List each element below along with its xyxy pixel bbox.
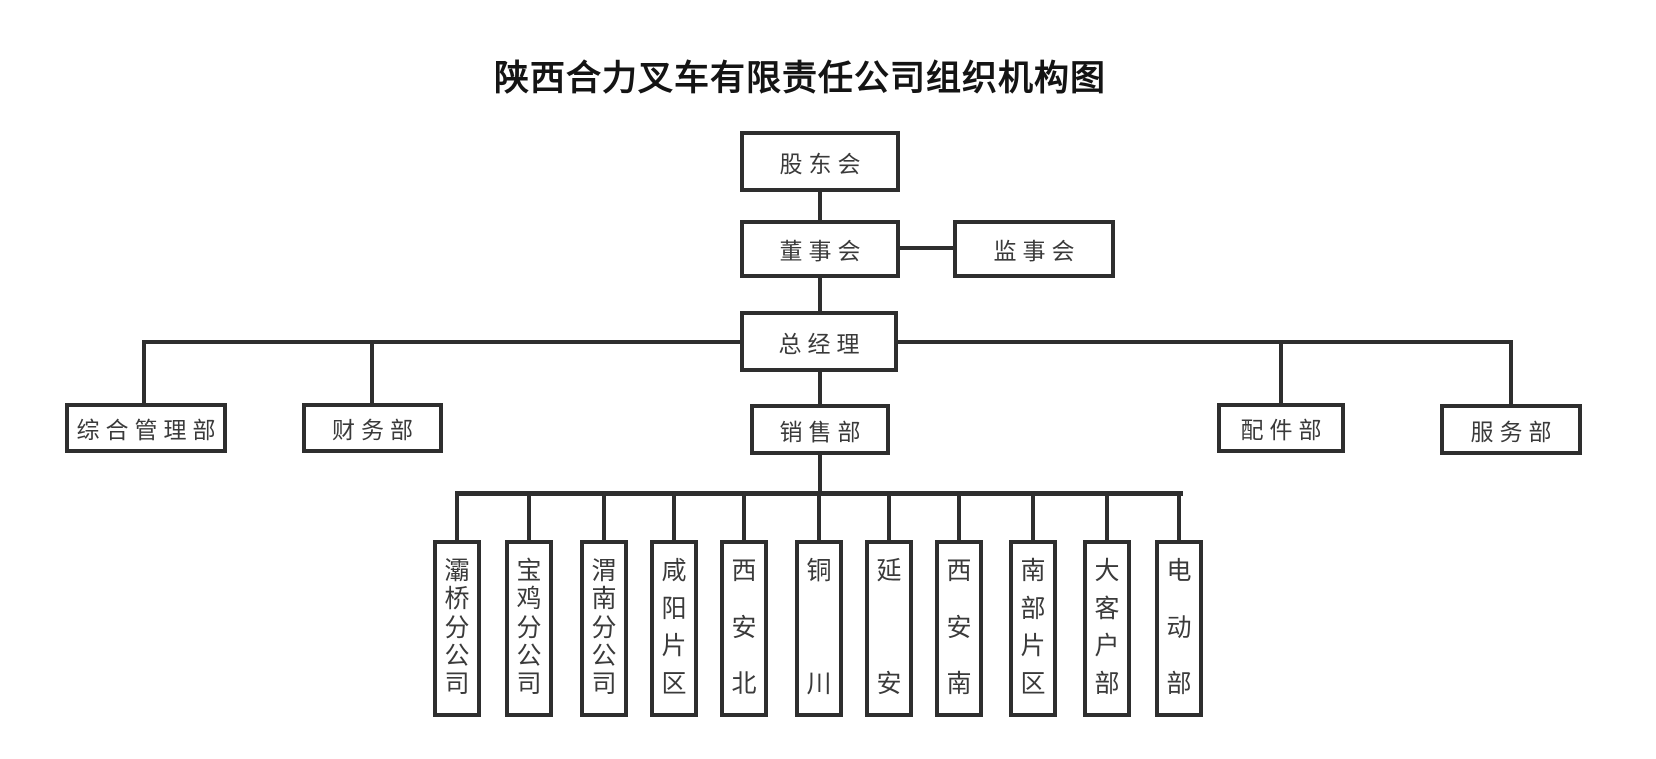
branch-char: 大 xyxy=(1094,558,1120,585)
branch-char: 桥 xyxy=(444,586,470,614)
branch-box: 大客户部 xyxy=(1083,540,1131,717)
node-board-of-directors: 董事会 xyxy=(740,220,900,278)
branch-char: 分 xyxy=(444,614,470,642)
branch-char: 咸 xyxy=(661,558,687,585)
branch-char: 分 xyxy=(591,614,617,642)
node-supervisory-board: 监事会 xyxy=(953,220,1115,278)
connector-branch-stub xyxy=(1031,494,1035,540)
connector-board-supervisors xyxy=(900,246,953,250)
branch-char: 鸡 xyxy=(516,586,542,614)
connector-sales-bus xyxy=(818,455,822,493)
connector-gm-bus-right xyxy=(898,340,1513,344)
branch-char: 安 xyxy=(876,671,902,698)
branch-char: 西 xyxy=(946,558,972,585)
connector-gm-bus-left xyxy=(144,340,740,344)
branch-char: 南 xyxy=(591,586,617,614)
branch-box: 西安北 xyxy=(720,540,768,717)
branch-char: 渭 xyxy=(591,558,617,585)
branch-char: 分 xyxy=(516,614,542,642)
branch-box: 电动部 xyxy=(1155,540,1203,717)
branch-char: 片 xyxy=(1020,633,1046,661)
branch-char: 部 xyxy=(1094,670,1120,698)
branch-char: 部 xyxy=(1166,671,1192,698)
node-sales-dept: 销售部 xyxy=(750,404,890,455)
connector-drop-service-dept xyxy=(1509,340,1513,405)
connector-branch-stub xyxy=(1105,494,1109,540)
connector-branch-stub xyxy=(957,494,961,540)
branch-char: 安 xyxy=(946,614,972,642)
connector-branch-stub xyxy=(455,494,459,540)
branch-char: 公 xyxy=(591,642,617,670)
node-general-manager: 总经理 xyxy=(740,311,898,372)
node-shareholders-meeting: 股东会 xyxy=(740,131,900,192)
branch-char: 公 xyxy=(444,642,470,670)
connector-drop-finance-dept xyxy=(370,340,374,403)
branch-char: 电 xyxy=(1166,558,1192,585)
branch-char: 延 xyxy=(876,558,902,585)
connector-drop-parts-dept xyxy=(1279,340,1283,403)
connector-branch-stub xyxy=(742,494,746,540)
branch-char: 川 xyxy=(806,671,832,698)
node-parts-dept: 配件部 xyxy=(1217,403,1345,453)
branch-char: 南 xyxy=(946,671,972,698)
node-admin-dept: 综合管理部 xyxy=(65,403,227,453)
branch-char: 阳 xyxy=(661,595,687,623)
branch-box: 南部片区 xyxy=(1009,540,1057,717)
branch-box: 渭南分公司 xyxy=(580,540,628,717)
branch-char: 公 xyxy=(516,642,542,670)
branch-box: 铜川 xyxy=(795,540,843,717)
branch-box: 西安南 xyxy=(935,540,983,717)
connector-board-gm xyxy=(818,278,822,311)
branch-char: 区 xyxy=(661,670,687,698)
connector-branch-stub xyxy=(602,494,606,540)
branch-char: 南 xyxy=(1020,558,1046,585)
connector-sales-branches-bus xyxy=(455,491,1183,496)
connector-branch-stub xyxy=(1177,494,1181,540)
chart-title: 陕西合力叉车有限责任公司组织机构图 xyxy=(493,59,1107,98)
branch-box: 延安 xyxy=(865,540,913,717)
branch-char: 动 xyxy=(1166,614,1192,642)
branch-box: 灞桥分公司 xyxy=(433,540,481,717)
branch-char: 户 xyxy=(1094,633,1120,661)
branch-char: 部 xyxy=(1020,595,1046,623)
branch-char: 西 xyxy=(731,558,757,585)
connector-branch-stub xyxy=(672,494,676,540)
connector-gm-sales xyxy=(818,372,822,405)
branch-char: 客 xyxy=(1094,595,1120,623)
connector-shareholders-board xyxy=(818,192,822,220)
connector-drop-admin-dept xyxy=(142,340,146,403)
branch-char: 司 xyxy=(444,671,470,698)
node-service-dept: 服务部 xyxy=(1440,404,1582,455)
branch-char: 片 xyxy=(661,633,687,661)
branch-char: 司 xyxy=(591,671,617,698)
connector-branch-stub xyxy=(887,494,891,540)
connector-branch-stub xyxy=(817,494,821,540)
branch-char: 安 xyxy=(731,614,757,642)
branch-box: 咸阳片区 xyxy=(650,540,698,717)
branch-char: 灞 xyxy=(444,558,470,585)
branch-char: 司 xyxy=(516,671,542,698)
branch-char: 区 xyxy=(1020,670,1046,698)
branch-char: 宝 xyxy=(516,558,542,585)
branch-char: 北 xyxy=(731,671,757,698)
connector-branch-stub xyxy=(527,494,531,540)
branch-char: 铜 xyxy=(806,558,832,585)
node-finance-dept: 财务部 xyxy=(302,403,443,453)
branch-box: 宝鸡分公司 xyxy=(505,540,553,717)
